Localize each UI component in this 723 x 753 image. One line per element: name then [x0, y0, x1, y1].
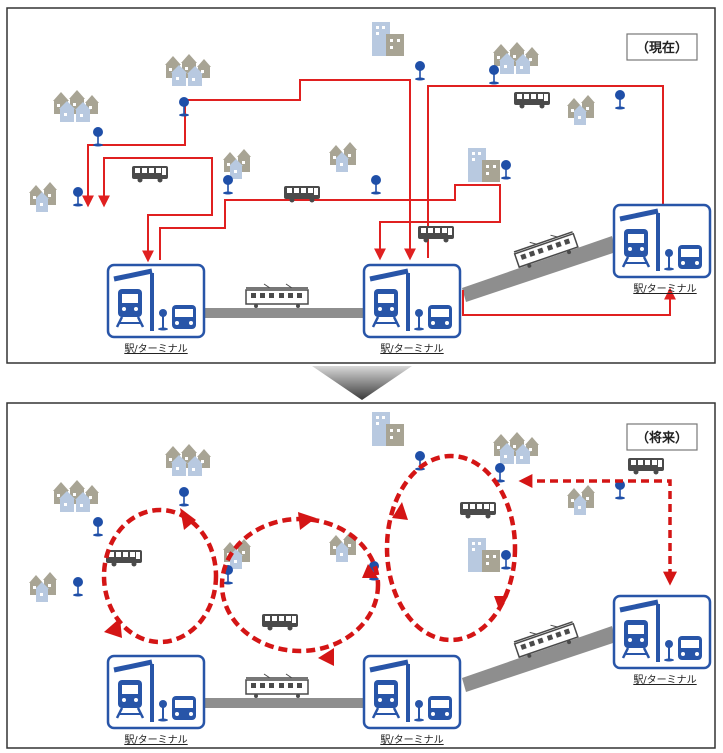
train-icon — [245, 283, 309, 309]
loop-route — [101, 507, 219, 645]
route-line — [98, 157, 213, 263]
loop-direction-arrow — [298, 512, 316, 530]
station-label: 駅/ターミナル — [633, 283, 696, 295]
station-icon: 駅/ターミナル — [108, 656, 204, 746]
top-panel-tag: （現在） — [626, 33, 698, 61]
top-panel: （現在） — [6, 7, 716, 364]
route-line — [159, 184, 501, 261]
loop-direction-arrow — [494, 596, 508, 612]
loop-direction-arrow — [180, 508, 196, 530]
station-icon: 駅/ターミナル — [614, 205, 710, 295]
loop-route — [384, 453, 518, 643]
station-label: 駅/ターミナル — [633, 674, 696, 686]
future-connector-route — [518, 474, 677, 586]
transition-arrow-icon — [312, 366, 412, 400]
bottom-panel: （将来） — [6, 402, 716, 749]
loop-direction-arrow — [392, 502, 408, 520]
train-icon — [245, 673, 309, 699]
station-label: 駅/ターミナル — [380, 734, 443, 746]
loop-direction-arrow — [362, 564, 378, 578]
rail-track — [462, 626, 616, 692]
route-line — [82, 118, 186, 208]
future-loop-routes — [101, 453, 518, 666]
route-line — [462, 287, 676, 316]
station-icon: 駅/ターミナル — [108, 265, 204, 355]
bottom-panel-tag-text: （将来） — [636, 430, 688, 446]
rail-track — [462, 236, 616, 302]
route-line — [427, 85, 669, 258]
station-label: 駅/ターミナル — [124, 343, 187, 355]
station-icon: 駅/ターミナル — [614, 596, 710, 686]
rail-track — [200, 698, 366, 708]
rail-track — [200, 308, 366, 318]
bottom-panel-tag: （将来） — [626, 423, 698, 451]
station-icon: 駅/ターミナル — [364, 265, 460, 355]
loop-direction-arrow — [318, 648, 334, 666]
loop-direction-arrow — [104, 618, 122, 638]
station-icon: 駅/ターミナル — [364, 656, 460, 746]
station-label: 駅/ターミナル — [124, 734, 187, 746]
top-panel-tag-text: （現在） — [636, 40, 688, 56]
station-label: 駅/ターミナル — [380, 343, 443, 355]
